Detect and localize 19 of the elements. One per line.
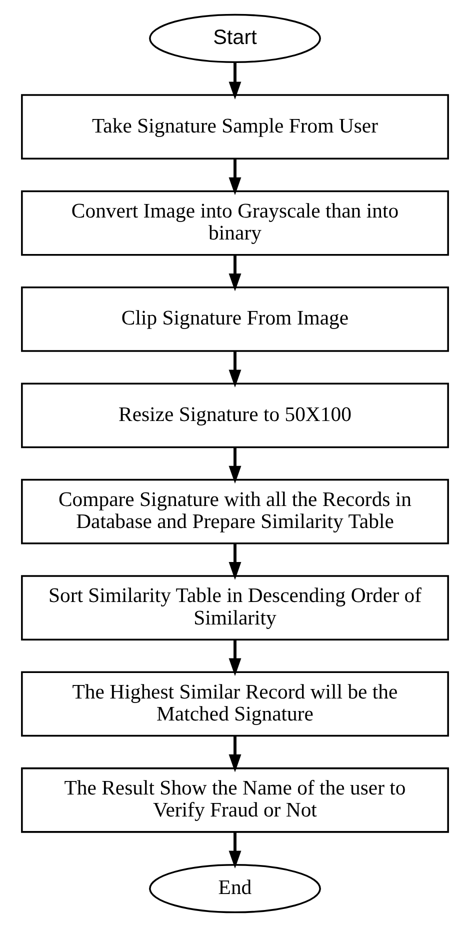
node-box: Convert Image into Grayscale than into binary (20, 190, 448, 256)
arrow (228, 447, 241, 484)
node-box: The Result Show the Name of the user to Verify Fraud or Not (20, 767, 448, 833)
node-box: Clip Signature From Image (20, 286, 448, 352)
node-box: Take Signature Sample From User (20, 94, 448, 160)
node-box: Sort Similarity Table in Descending Order of Similarity (20, 575, 448, 640)
node-ellipse: End (148, 864, 320, 914)
node-box: Compare Signature with all the Records in Database and Prepare Similarity Table (20, 478, 448, 544)
arrow (228, 832, 241, 869)
node-ellipse: Start (148, 14, 320, 64)
arrow (228, 255, 241, 292)
arrow (228, 736, 241, 772)
arrow (228, 158, 241, 196)
arrow (228, 544, 241, 580)
arrow (228, 62, 241, 100)
node-box: Resize Signature to 50X100 (20, 382, 448, 448)
arrow (228, 351, 241, 388)
arrow (228, 640, 241, 676)
node-box: The Highest Similar Record will be the Matched Signature (20, 671, 448, 737)
